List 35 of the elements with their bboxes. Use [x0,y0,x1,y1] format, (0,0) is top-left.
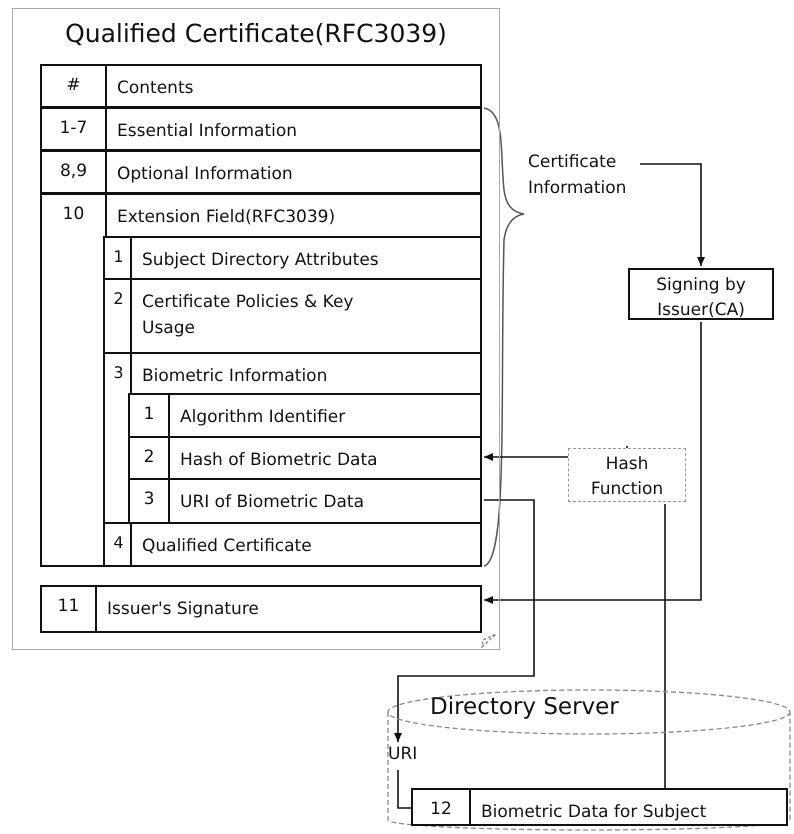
arrow [640,163,705,266]
arrow [484,322,702,604]
table-row [40,585,482,633]
connector-line [664,504,666,788]
row-number: 12 [413,790,471,824]
table-row-group [103,352,482,524]
row-number: 4 [105,524,132,565]
annotation-text: Certificate Information [528,150,638,210]
table-row [40,107,482,151]
row-text: Issuer's Signature [106,598,260,621]
connector-line [397,770,411,809]
table-row [103,236,482,280]
process-box: Signing by Issuer(CA) [628,268,774,320]
table-row-group [40,193,482,567]
row-number: 11 [42,587,97,631]
certificate-document [12,8,500,650]
cylinder-label: Directory Server [430,694,619,720]
row-text: Contents [116,77,194,100]
row-text: Qualified Certificate [141,535,313,558]
row-text: Algorithm Identifier [179,406,346,429]
row-text: Essential Information [116,120,298,143]
annotation-text: URI [388,742,428,766]
row-text: Subject Directory Attributes [141,249,380,272]
row-text: URI of Biometric Data [179,491,365,514]
arrow [394,499,535,742]
row-text: Optional Information [116,163,294,186]
row-text: Biometric Data for Subject [480,801,708,824]
table-row [40,150,482,194]
table-row [411,788,788,826]
row-text: Hash of Biometric Data [179,449,379,472]
table-row [128,393,482,438]
function-box: Hash Function [568,448,686,502]
document-title: Qualified Certificate(RFC3039) [64,19,448,48]
table-row [40,64,482,108]
row-text: Certificate Policies & Key Usage [141,291,354,340]
